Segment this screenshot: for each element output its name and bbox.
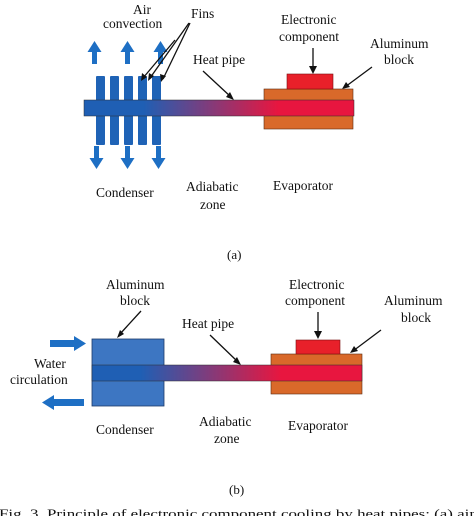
label-adiabatic-b: Adiabatic bbox=[199, 414, 251, 429]
label-convection: convection bbox=[103, 16, 162, 31]
down-arrow-2 bbox=[120, 146, 135, 169]
panel-label-b: (b) bbox=[229, 482, 244, 497]
down-arrow-3 bbox=[151, 146, 166, 169]
label-air: Air bbox=[133, 2, 152, 17]
label-circulation: circulation bbox=[10, 372, 68, 387]
label-block-right: block bbox=[401, 310, 431, 325]
panel-a: Air convection Fins Electronic component… bbox=[83, 2, 429, 262]
down-arrow-1 bbox=[89, 146, 104, 169]
label-electronic-b: Electronic bbox=[289, 277, 344, 292]
figure-caption: Fig. 3. Principle of electronic componen… bbox=[0, 506, 474, 516]
label-adiabatic-a: Adiabatic bbox=[186, 179, 238, 194]
leader-fins-1 bbox=[149, 22, 190, 79]
panel-label-a: (a) bbox=[227, 247, 241, 262]
panel-b: Aluminum block Heat pipe Electronic comp… bbox=[10, 277, 443, 497]
leader-aluminum-left bbox=[119, 310, 142, 335]
label-fins: Fins bbox=[191, 6, 214, 21]
up-arrow-3 bbox=[153, 41, 168, 64]
up-arrow-1 bbox=[87, 41, 102, 64]
leader-heat-pipe-a bbox=[202, 70, 232, 98]
arrowhead-heat-pipe-a bbox=[226, 92, 234, 100]
arrowhead-fins-2 bbox=[160, 74, 166, 82]
label-condenser-b: Condenser bbox=[96, 422, 154, 437]
up-arrow-2 bbox=[120, 41, 135, 64]
arrowhead-heat-pipe-b bbox=[233, 357, 241, 365]
down-arrows bbox=[89, 146, 166, 169]
label-block: block bbox=[384, 52, 414, 67]
leader-fins-2 bbox=[162, 22, 191, 80]
leader-lines-b bbox=[119, 310, 382, 363]
leader-arrowheads-a bbox=[141, 66, 350, 100]
heat-pipe-b bbox=[91, 364, 363, 382]
up-arrows bbox=[87, 41, 168, 64]
water-arrows bbox=[42, 336, 86, 410]
arrowhead-fins-1 bbox=[148, 73, 154, 81]
label-condenser-a: Condenser bbox=[96, 185, 154, 200]
arrowhead-component-b bbox=[314, 331, 322, 339]
water-in-arrow bbox=[50, 336, 86, 351]
arrowhead-air-convection bbox=[141, 73, 147, 81]
electronic-component-b bbox=[295, 339, 341, 355]
label-aluminum-right: Aluminum bbox=[384, 293, 443, 308]
electronic-component-a bbox=[286, 73, 334, 90]
label-block-left: block bbox=[120, 293, 150, 308]
leader-arrowheads-b bbox=[117, 330, 358, 365]
label-component: component bbox=[279, 29, 339, 44]
leader-aluminum-right bbox=[352, 329, 382, 352]
label-water: Water bbox=[34, 356, 66, 371]
arrowhead-aluminum-left bbox=[117, 330, 124, 338]
label-aluminum-left: Aluminum bbox=[106, 277, 165, 292]
leader-aluminum-a bbox=[344, 66, 373, 88]
label-component-b: component bbox=[285, 293, 345, 308]
heat-pipe-a bbox=[83, 99, 355, 117]
label-zone-b: zone bbox=[214, 431, 239, 446]
label-zone-a: zone bbox=[200, 197, 225, 212]
label-heat-pipe-a: Heat pipe bbox=[193, 52, 245, 67]
label-evaporator-a: Evaporator bbox=[273, 178, 333, 193]
arrowhead-aluminum-right bbox=[350, 346, 358, 353]
arrowhead-component-a bbox=[309, 66, 317, 74]
label-electronic: Electronic bbox=[281, 12, 336, 27]
leader-heat-pipe-b bbox=[209, 334, 239, 363]
leader-air-convection bbox=[142, 39, 176, 79]
arrowhead-aluminum-a bbox=[342, 82, 350, 89]
water-out-arrow bbox=[42, 395, 84, 410]
label-aluminum: Aluminum bbox=[370, 36, 429, 51]
label-evaporator-b: Evaporator bbox=[288, 418, 348, 433]
label-heat-pipe-b: Heat pipe bbox=[182, 316, 234, 331]
